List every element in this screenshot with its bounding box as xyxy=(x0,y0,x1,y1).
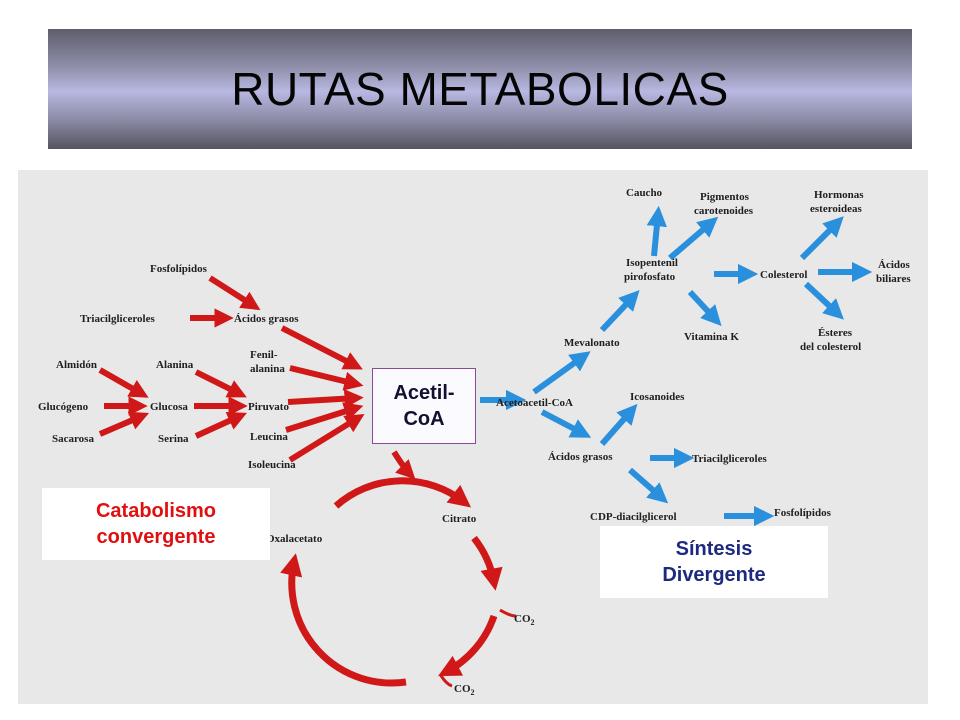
krebs-cycle xyxy=(280,450,517,688)
synthesis-line-2: Divergente xyxy=(662,564,766,586)
label-co2-a: CO2 xyxy=(514,613,535,627)
arrow-fosfolipidos-to-acidos xyxy=(208,275,261,311)
label-co2-b: CO2 xyxy=(454,683,475,697)
label-fosfolipidos-right: Fosfolípidos xyxy=(774,507,832,519)
arc-to-co2-bottom xyxy=(438,614,498,677)
arrow-acetil-into-cycle xyxy=(391,450,416,480)
label-cdp: CDP-diacilglicerol xyxy=(590,511,677,523)
arrow-leucina-to-acetil xyxy=(285,402,364,433)
catabolic-arrows xyxy=(98,275,365,463)
label-isopentenil-1: Isopentenil xyxy=(626,257,678,269)
acetil-line-1: Acetil- xyxy=(393,382,455,404)
acetil-line-2: CoA xyxy=(403,408,445,430)
label-oxalacetato: Oxalacetato xyxy=(266,533,323,545)
label-glucosa: Glucosa xyxy=(150,401,188,413)
arrow-alanina-to-piruvato xyxy=(194,369,247,398)
arrow-mevalonato-to-isopentenil xyxy=(599,290,640,333)
arrow-almidon-to-glucosa xyxy=(98,367,149,398)
label-isoleucina: Isoleucina xyxy=(248,459,296,471)
label-triacilgliceroles-right: Triacilgliceroles xyxy=(692,453,767,465)
arrow-acidos-to-cdp xyxy=(628,467,669,504)
label-hormonas-2: esteroideas xyxy=(810,203,862,215)
label-acidos-grasos-right: Ácidos grasos xyxy=(548,451,613,463)
arrow-colesterol-to-hormonas xyxy=(799,216,844,261)
label-acidos-biliares-1: Ácidos xyxy=(878,259,911,271)
label-fosfolipidos-top: Fosfolípidos xyxy=(150,263,208,275)
label-esteres-1: Ésteres xyxy=(818,327,853,339)
arrow-isoleucina-to-acetil xyxy=(288,413,365,463)
arrow-fenil-to-acetil xyxy=(289,365,364,391)
arrow-isopentenil-to-vitamina xyxy=(687,289,722,326)
arc-oxalacetato-to-citrato xyxy=(333,477,472,509)
arrow-piruvato-to-acetil xyxy=(287,389,364,409)
arrow-acidos-to-icosanoides xyxy=(599,403,638,446)
label-caucho: Caucho xyxy=(626,187,663,199)
label-esteres-2: del colesterol xyxy=(800,341,861,353)
arc-bottom-to-oxalacetato xyxy=(280,553,407,687)
arrow-isopentenil-to-pigmentos xyxy=(668,216,719,261)
arrow-serina-to-piruvato xyxy=(194,412,247,439)
acetil-coa-box: Acetil- CoA xyxy=(372,368,476,444)
synthesis-line-1: Síntesis xyxy=(675,538,753,560)
label-sacarosa: Sacarosa xyxy=(52,433,94,445)
arc-citrato-down xyxy=(471,535,503,591)
label-fenil-2: alanina xyxy=(250,363,285,375)
arrow-acetoacetil-to-mevalonato xyxy=(532,351,591,395)
title-banner: RUTAS METABOLICAS xyxy=(48,29,912,149)
label-piruvato: Piruvato xyxy=(248,401,289,413)
pathway-svg: Fosfolípidos Triacilgliceroles Ácidos gr… xyxy=(38,187,911,697)
label-almidon: Almidón xyxy=(56,359,97,371)
co2-branch-a xyxy=(499,608,517,618)
label-isopentenil-2: pirofosfato xyxy=(624,271,676,283)
label-acidos-biliares-2: biliares xyxy=(876,273,911,285)
co2-branch-b xyxy=(438,673,453,688)
arrow-acidos-to-acetil xyxy=(280,325,363,370)
label-serina: Serina xyxy=(158,433,189,445)
catabolism-line-2: convergente xyxy=(96,526,216,548)
label-colesterol: Colesterol xyxy=(760,269,807,281)
arrow-acetoacetil-to-acidos xyxy=(540,409,592,438)
label-glucogeno: Glucógeno xyxy=(38,401,89,413)
synthesis-label-box: Síntesis Divergente xyxy=(600,526,828,598)
page-title: RUTAS METABOLICAS xyxy=(231,63,729,115)
label-icosanoides: Icosanoides xyxy=(630,391,685,403)
label-citrato: Citrato xyxy=(442,513,477,525)
label-alanina: Alanina xyxy=(156,359,194,371)
label-leucina: Leucina xyxy=(250,431,288,443)
label-vitamina-k: Vitamina K xyxy=(684,331,739,343)
catabolism-line-1: Catabolismo xyxy=(95,500,217,522)
label-acidos-grasos-left: Ácidos grasos xyxy=(234,313,299,325)
node-labels: Fosfolípidos Triacilgliceroles Ácidos gr… xyxy=(38,187,911,697)
arrow-isopentenil-to-caucho xyxy=(646,205,667,257)
label-fenil-1: Fenil- xyxy=(250,349,278,361)
arrow-sacarosa-to-glucosa xyxy=(98,411,150,437)
arrow-colesterol-to-esteres xyxy=(803,281,844,320)
catabolism-label-box: Catabolismo convergente xyxy=(42,488,270,560)
metabolic-diagram: Fosfolípidos Triacilgliceroles Ácidos gr… xyxy=(18,170,928,704)
label-pigmentos-2: carotenoides xyxy=(694,205,754,217)
label-triacilgliceroles-left: Triacilgliceroles xyxy=(80,313,155,325)
label-acetoacetil: Acetoacetil-CoA xyxy=(496,397,573,409)
label-hormonas-1: Hormonas xyxy=(814,189,864,201)
label-pigmentos-1: Pigmentos xyxy=(700,191,750,203)
label-mevalonato: Mevalonato xyxy=(564,337,620,349)
anabolic-arrows xyxy=(480,205,873,527)
